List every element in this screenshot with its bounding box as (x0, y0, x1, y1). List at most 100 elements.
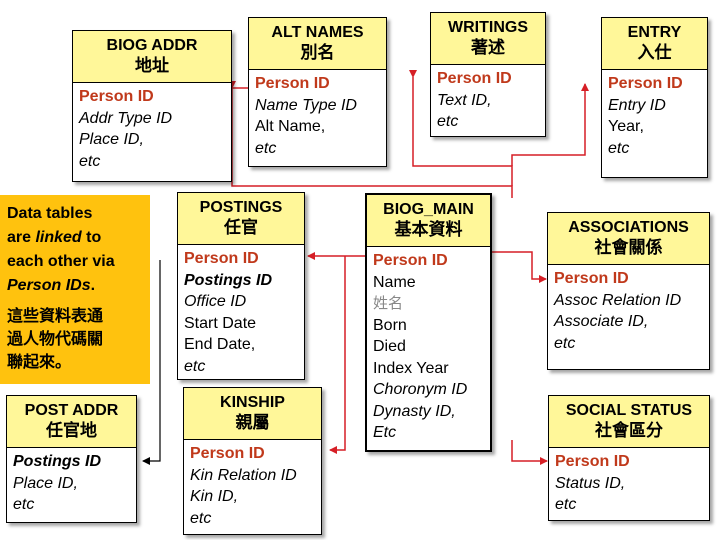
note-line: each other via (7, 253, 115, 270)
note-text: are (7, 229, 36, 246)
field-key: Person ID (373, 252, 448, 269)
field: Year, (608, 118, 644, 135)
table-writings: WRITINGS 著述 Person ID Text ID, etc (430, 12, 546, 137)
field-key: Person ID (255, 75, 330, 92)
table-header: ENTRY 入仕 (602, 18, 707, 70)
table-title-zh: 基本資料 (394, 220, 463, 240)
field: Etc (373, 424, 397, 441)
field: Alt Name, (255, 118, 326, 135)
field-key: Person ID (184, 250, 259, 267)
note-emphasis: Person IDs (7, 277, 91, 294)
table-title: ENTRY (627, 24, 682, 41)
table-title-zh: 任官地 (46, 421, 97, 441)
field: Place ID, (13, 474, 78, 492)
note-emphasis: linked (35, 229, 82, 246)
table-fields: Person ID Kin Relation ID Kin ID, etc (184, 440, 321, 529)
table-title: ASSOCIATIONS (568, 219, 689, 236)
table-header: SOCIAL STATUS 社會區分 (549, 396, 709, 448)
table-biog-addr: BIOG ADDR 地址 Person ID Addr Type ID Place ID… (72, 30, 232, 182)
field: End Date, (184, 336, 256, 353)
table-title: KINSHIP (220, 394, 285, 411)
table-title: BIOG ADDR (106, 37, 198, 54)
table-title-zh: 地址 (135, 56, 169, 76)
field: etc (437, 113, 459, 130)
field: etc (608, 139, 630, 157)
field-key: Person ID (190, 445, 265, 462)
field: Text ID, (437, 91, 492, 109)
table-title: SOCIAL STATUS (565, 402, 693, 419)
field: Office ID (184, 293, 247, 310)
field-key: Postings ID (13, 453, 102, 470)
table-post-addr: POST ADDR 任官地 Postings ID Place ID, etc (6, 395, 137, 523)
table-header: BIOG ADDR 地址 (73, 31, 231, 83)
field: etc (13, 496, 35, 513)
table-header: POSTINGS 任官 (178, 193, 304, 245)
field-key: Person ID (608, 75, 683, 92)
table-header: WRITINGS 著述 (431, 13, 545, 65)
field: Entry ID (608, 96, 666, 114)
field: Name Type ID (255, 96, 357, 114)
field: Status ID, (555, 474, 626, 492)
field: etc (555, 496, 577, 513)
table-title: WRITINGS (448, 19, 528, 36)
table-title-zh: 入仕 (637, 43, 672, 63)
field: etc (184, 357, 206, 375)
field: Born (373, 316, 407, 334)
note-zh-line: 這些資料表通 (7, 306, 104, 325)
field: Dynasty ID, (373, 402, 456, 420)
table-title-zh: 任官 (224, 218, 258, 238)
table-fields: Postings ID Place ID, etc (7, 448, 136, 516)
note-zh-line: 聯起來。 (7, 352, 72, 371)
table-title-zh: 親屬 (235, 413, 270, 433)
field: etc (190, 509, 212, 527)
note-line: Data tables (7, 205, 93, 222)
table-header: ALT NAMES 別名 (249, 18, 386, 70)
table-fields: Person ID Name Type ID Alt Name, etc (249, 70, 386, 159)
field: etc (255, 139, 277, 157)
table-entry: ENTRY 入仕 Person ID Entry ID Year, etc (601, 17, 708, 178)
field: Index Year (373, 359, 449, 377)
table-title-zh: 著述 (471, 38, 505, 58)
field: Kin ID, (190, 488, 239, 505)
link-social-status (511, 440, 548, 465)
field: Postings ID (184, 271, 273, 289)
field: 姓名 (373, 294, 404, 312)
link-associations (492, 251, 547, 283)
note-chinese: 這些資料表通 過人物代碼關 聯起來。 (7, 304, 146, 373)
table-header: KINSHIP 親屬 (184, 388, 321, 440)
field-key: Person ID (437, 70, 512, 87)
note-text: . (90, 277, 96, 294)
field: Assoc Relation ID (554, 291, 682, 309)
link-kinship (329, 256, 346, 454)
table-header: ASSOCIATIONS 社會關係 (548, 213, 709, 265)
field: Associate ID, (554, 313, 649, 330)
table-title-zh: 社會區分 (595, 421, 663, 441)
table-fields: Person ID Entry ID Year, etc (602, 70, 707, 159)
field: Kin Relation ID (190, 466, 297, 484)
table-title: ALT NAMES (271, 24, 364, 41)
table-header: POST ADDR 任官地 (7, 396, 136, 448)
field: Place ID, (79, 131, 144, 148)
table-title-zh: 社會關係 (594, 238, 663, 258)
field: Died (373, 338, 406, 355)
table-kinship: KINSHIP 親屬 Person ID Kin Relation ID Kin ID,… (183, 387, 322, 535)
field: Choronym ID (373, 381, 468, 398)
field: Name (373, 273, 416, 291)
table-title-zh: 別名 (300, 43, 335, 63)
field: Addr Type ID (79, 109, 173, 127)
note-box: Data tables are linked to each other via… (0, 195, 150, 384)
table-title: POST ADDR (24, 402, 119, 419)
field-key: Person ID (554, 270, 629, 287)
table-title: POSTINGS (199, 199, 283, 216)
field-key: Person ID (79, 88, 154, 105)
note-english: Data tables are linked to each other via… (7, 202, 146, 298)
